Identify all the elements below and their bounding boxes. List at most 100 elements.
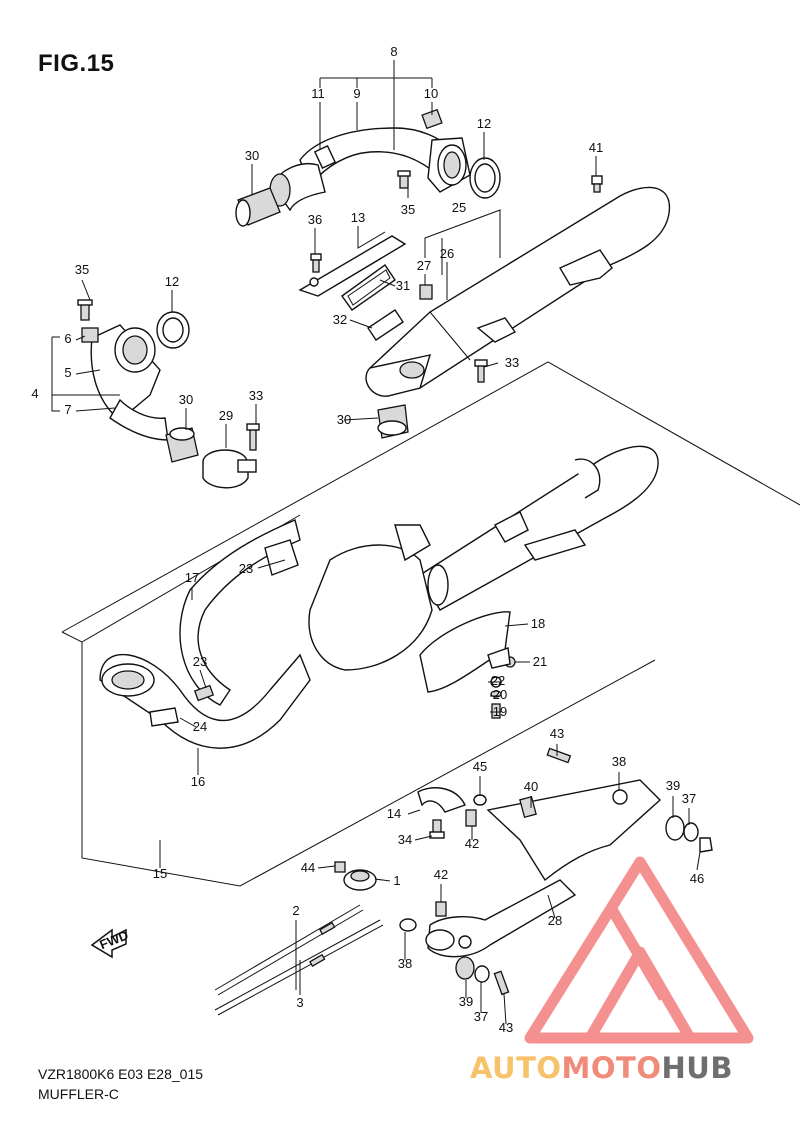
- callout-number: 35: [401, 202, 415, 217]
- callout-number: 44: [301, 860, 315, 875]
- leader-line: [75, 407, 116, 412]
- callout-number: 15: [153, 866, 167, 881]
- bushing-38-39-37-43-lower: [399, 918, 510, 996]
- callout-number: 20: [493, 687, 507, 702]
- gasket-31: [341, 264, 396, 311]
- callout-number: 19: [493, 704, 507, 719]
- connector-30-middle: [377, 404, 409, 439]
- callout-number: 34: [398, 832, 412, 847]
- callout-number: 30: [245, 148, 259, 163]
- callout-number: 12: [165, 274, 179, 289]
- callout-number: 13: [351, 210, 365, 225]
- upper-muffler-26: [365, 186, 671, 397]
- callout-number: 23: [193, 654, 207, 669]
- callout-number: 16: [191, 774, 205, 789]
- leader-line: [81, 279, 91, 301]
- callout-number: 3: [296, 995, 303, 1010]
- callout-number: 22: [491, 673, 505, 688]
- bolt-34: [429, 819, 445, 839]
- callout-number: 36: [308, 212, 322, 227]
- leader-line: [379, 279, 396, 287]
- callout-number: 35: [75, 262, 89, 277]
- callout-number: 6: [64, 331, 71, 346]
- callout-number: 10: [424, 86, 438, 101]
- heat-shield-18: [419, 611, 511, 693]
- callout-number: 9: [353, 86, 360, 101]
- callout-number: 28: [548, 913, 562, 928]
- bolt-35-left: [77, 299, 93, 321]
- callout-number: 45: [473, 759, 487, 774]
- lower-muffler: [308, 445, 659, 671]
- callout-number: 31: [396, 278, 410, 293]
- side-stand-28: [425, 879, 577, 958]
- callout-number: 32: [333, 312, 347, 327]
- leader-line: [257, 559, 286, 569]
- model-code: VZR1800K6 E03 E28_015: [38, 1066, 204, 1082]
- callout-number: 25: [452, 200, 466, 215]
- gasket-12-top: [469, 157, 501, 199]
- callout-number: 37: [682, 791, 696, 806]
- bolt-33-left: [246, 423, 260, 451]
- washer-45: [473, 794, 487, 806]
- figure-title: FIG.15: [38, 50, 115, 77]
- leader-line: [407, 809, 421, 815]
- callout-number: 1: [393, 873, 400, 888]
- watermark-part-auto: AUTO: [470, 1051, 562, 1085]
- leader-line: [343, 417, 379, 421]
- bolt-35-top: [397, 170, 411, 189]
- callout-number: 38: [398, 956, 412, 971]
- callout-number: 24: [193, 719, 207, 734]
- leader-line: [179, 717, 197, 728]
- callout-number: 5: [64, 365, 71, 380]
- callout-number: 11: [311, 86, 325, 101]
- watermark-part-hub: HUB: [662, 1051, 733, 1085]
- watermark-logo: [524, 856, 754, 1044]
- callout-number: 26: [440, 246, 454, 261]
- watermark-text: AUTOMOTOHUB: [470, 1051, 733, 1085]
- leader-line: [424, 209, 501, 275]
- callout-number: 23: [239, 561, 253, 576]
- callout-number: 17: [185, 570, 199, 585]
- bracket-14: [417, 787, 466, 813]
- bolt-43-upper: [546, 747, 572, 764]
- callout-number: 40: [524, 779, 538, 794]
- bolt-36: [310, 253, 322, 273]
- leader-line: [317, 865, 336, 869]
- upper-exhaust-pipe: [269, 108, 471, 212]
- callout-number: 12: [477, 116, 491, 131]
- bolt-42-lower: [435, 901, 447, 917]
- front-pipe-16: [99, 653, 311, 749]
- leader-line: [503, 993, 507, 1025]
- leader-line: [75, 335, 86, 341]
- callout-number: 38: [612, 754, 626, 769]
- callout-number: 14: [387, 806, 401, 821]
- callout-number: 27: [417, 258, 431, 273]
- heat-shield-13: [298, 235, 407, 297]
- callout-number: 43: [499, 1020, 513, 1035]
- watermark-part-moto: MOTO: [562, 1051, 662, 1085]
- callout-number: 2: [292, 903, 299, 918]
- callout-number: 33: [249, 388, 263, 403]
- callout-number: 39: [666, 778, 680, 793]
- callout-number: 30: [337, 412, 351, 427]
- leader-line: [319, 60, 433, 150]
- rear-pipe-17: [179, 519, 301, 706]
- clamp-29: [202, 449, 257, 489]
- leader-line: [199, 669, 207, 689]
- leader-line: [414, 835, 433, 841]
- front-pipe-4: [81, 324, 169, 441]
- leader-line: [547, 894, 556, 919]
- callout-number: 43: [550, 726, 564, 741]
- fwd-arrow-icon: FWD: [90, 927, 130, 959]
- gasket-32: [367, 309, 404, 341]
- callout-number: 41: [589, 140, 603, 155]
- leader-line: [504, 623, 529, 627]
- bolt-33-upper: [474, 359, 488, 383]
- leader-line: [374, 878, 391, 882]
- cable-2: [214, 904, 364, 996]
- leader-line: [357, 226, 386, 249]
- bolt-41: [591, 175, 603, 193]
- callout-number: 42: [434, 867, 448, 882]
